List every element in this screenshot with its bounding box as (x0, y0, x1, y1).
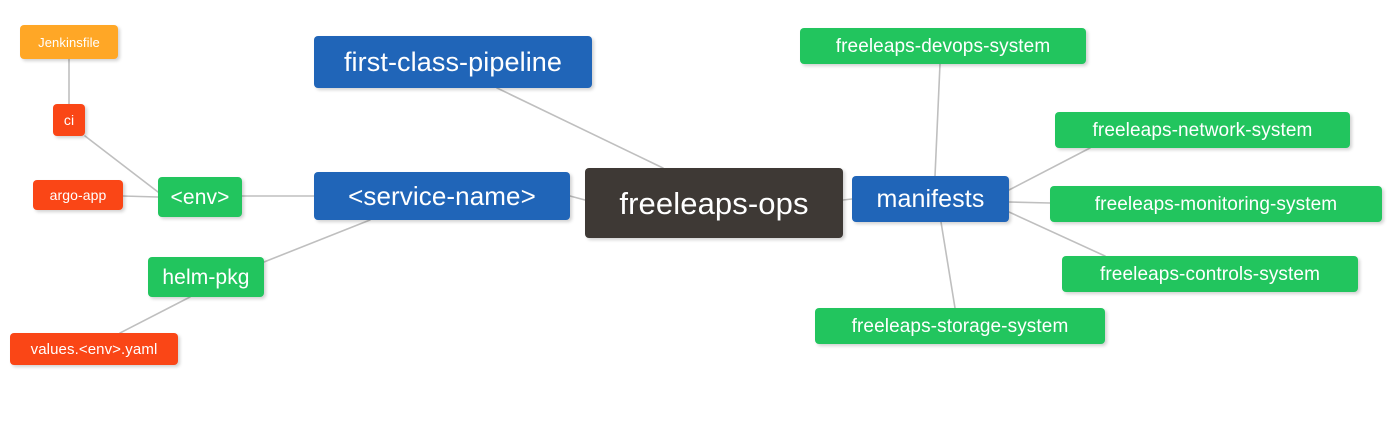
node-freeleaps-network-system[interactable]: freeleaps-network-system (1055, 112, 1350, 148)
node-jenkinsfile[interactable]: Jenkinsfile (20, 25, 118, 59)
node-freeleaps-storage-system[interactable]: freeleaps-storage-system (815, 308, 1105, 344)
node-label-freeleaps-controls-system: freeleaps-controls-system (1099, 263, 1321, 285)
edge-freeleaps-ops-to-manifests (842, 198, 853, 201)
node-label-freeleaps-monitoring-system: freeleaps-monitoring-system (1094, 193, 1338, 215)
node-freeleaps-devops-system[interactable]: freeleaps-devops-system (800, 28, 1086, 64)
edge-manifests-to-freeleaps-network-system (1008, 147, 1091, 191)
edge-manifests-to-freeleaps-monitoring-system (1008, 201, 1051, 204)
edge-first-class-pipeline-to-freeleaps-ops (496, 87, 664, 169)
node-label-values-env-yaml: values.<env>.yaml (30, 340, 158, 358)
node-label-jenkinsfile: Jenkinsfile (38, 34, 100, 50)
node-label-freeleaps-ops: freeleaps-ops (619, 185, 809, 221)
node-ci[interactable]: ci (53, 104, 85, 136)
edge-service-name-to-freeleaps-ops (569, 195, 586, 201)
node-label-argo-app: argo-app (49, 187, 107, 203)
edge-manifests-to-freeleaps-storage-system (940, 221, 956, 309)
node-label-first-class-pipeline: first-class-pipeline (343, 46, 563, 77)
edge-helm-pkg-to-values-env-yaml (119, 296, 191, 334)
node-label-service-name: <service-name> (348, 181, 536, 211)
edge-service-name-to-helm-pkg (263, 219, 371, 263)
node-label-helm-pkg: helm-pkg (162, 265, 250, 289)
node-label-freeleaps-devops-system: freeleaps-devops-system (835, 35, 1051, 57)
node-freeleaps-monitoring-system[interactable]: freeleaps-monitoring-system (1050, 186, 1382, 222)
node-first-class-pipeline[interactable]: first-class-pipeline (314, 36, 592, 88)
node-freeleaps-controls-system[interactable]: freeleaps-controls-system (1062, 256, 1358, 292)
node-label-freeleaps-storage-system: freeleaps-storage-system (851, 315, 1069, 337)
node-label-freeleaps-network-system: freeleaps-network-system (1092, 119, 1313, 141)
node-label-manifests: manifests (876, 184, 985, 213)
node-values-env-yaml[interactable]: values.<env>.yaml (10, 333, 178, 365)
node-env[interactable]: <env> (158, 177, 242, 217)
node-argo-app[interactable]: argo-app (33, 180, 123, 210)
node-label-ci: ci (63, 112, 75, 128)
node-label-env: <env> (170, 185, 230, 209)
node-manifests[interactable]: manifests (852, 176, 1009, 222)
node-freeleaps-ops[interactable]: freeleaps-ops (585, 168, 843, 238)
node-service-name[interactable]: <service-name> (314, 172, 570, 220)
edge-manifests-to-freeleaps-devops-system (934, 63, 941, 177)
edge-argo-app-to-env (122, 195, 159, 198)
node-helm-pkg[interactable]: helm-pkg (148, 257, 264, 297)
